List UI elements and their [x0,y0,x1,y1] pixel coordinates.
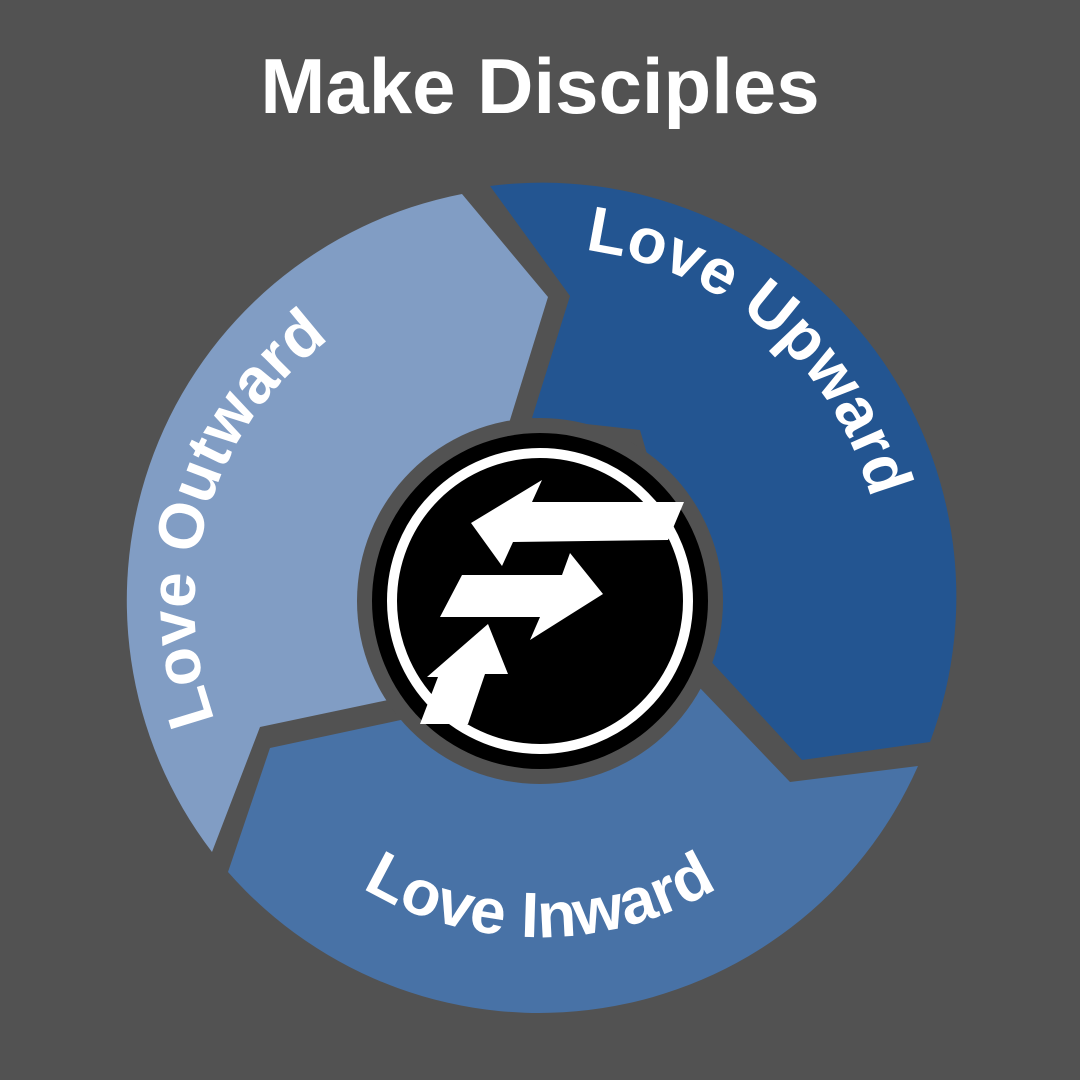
segment-love-inward[interactable] [228,688,918,1013]
segment-love-upward[interactable] [490,182,957,760]
page-title: Make Disciples [260,42,820,130]
center-inner-ring [387,448,693,754]
segment-love-outward[interactable] [126,194,549,852]
arrows-cycle-icon [420,480,684,724]
